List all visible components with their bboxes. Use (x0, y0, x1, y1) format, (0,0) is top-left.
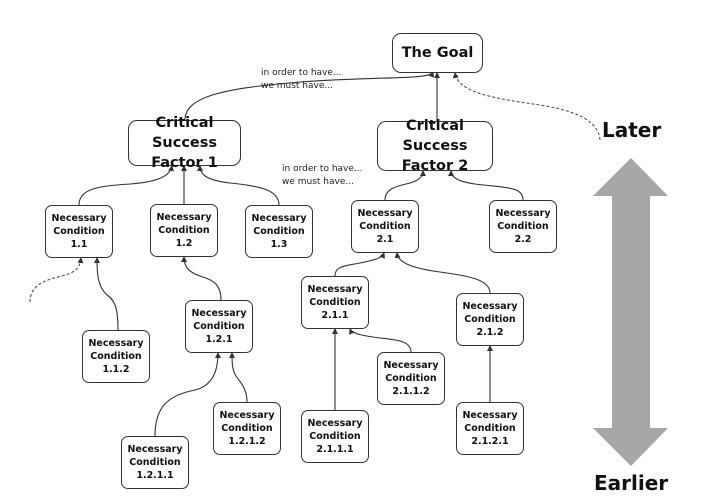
edge-nc1_1-csf1 (78, 165, 174, 206)
nc-label: Necessary Condition 1.1 (51, 213, 107, 250)
critical-success-factor-1-node: Critical Success Factor 1 (128, 115, 241, 171)
necessary-condition-1-1-2-node: Necessary Condition 1.1.2 (82, 330, 150, 383)
edge-nc1_3-csf1 (197, 165, 280, 206)
edge-nc2_1_1_2-nc2_1_1 (349, 328, 412, 353)
nc-label: Necessary Condition 1.1.2 (88, 338, 144, 375)
necessary-condition-2-1-1-2-node: Necessary Condition 2.1.1.2 (377, 352, 445, 405)
nc-label: Necessary Condition 2.1.1.2 (383, 360, 439, 397)
nc-label: Necessary Condition 2.1.1 (307, 284, 363, 321)
necessary-condition-1-2-node: Necessary Condition 1.2 (150, 204, 218, 257)
dashed-edge-later-goal (452, 72, 601, 141)
nc-label: Necessary Condition 2.2 (495, 208, 551, 245)
nc-label: Necessary Condition 2.1.2 (462, 301, 518, 338)
nc-label: Necessary Condition 1.2 (156, 212, 212, 249)
goal-label: The Goal (401, 45, 474, 61)
necessary-condition-2-1-1-1-node: Necessary Condition 2.1.1.1 (301, 410, 369, 463)
necessary-condition-1-2-1-node: Necessary Condition 1.2.1 (185, 300, 253, 353)
csf-label: Critical Success Factor 2 (401, 118, 469, 174)
necessary-condition-1-2-1-1-node: Necessary Condition 1.2.1.1 (121, 436, 189, 489)
nc-label: Necessary Condition 2.1 (357, 208, 413, 245)
annotation-in-order-to-have-1: in order to have... we must have... (261, 68, 342, 91)
edge-nc1_2_1_1-nc1_2_1 (154, 352, 221, 437)
necessary-condition-1-3-node: Necessary Condition 1.3 (245, 205, 313, 258)
necessary-condition-2-1-node: Necessary Condition 2.1 (351, 200, 419, 253)
nc-label: Necessary Condition 1.3 (251, 213, 307, 250)
time-axis-earlier-label: Earlier (594, 471, 669, 495)
edge-nc1_2_1_2-nc1_2_1 (229, 352, 248, 403)
necessary-condition-2-1-1-node: Necessary Condition 2.1.1 (301, 276, 369, 329)
time-axis-double-arrow (593, 158, 668, 466)
edge-nc1_2_1-nc1_2 (181, 256, 222, 301)
necessary-condition-2-2-node: Necessary Condition 2.2 (489, 200, 557, 253)
nc-label: Necessary Condition 1.2.1.1 (127, 444, 183, 481)
csf-label: Critical Success Factor 1 (151, 115, 218, 171)
edge-nc2_2-csf2 (448, 170, 524, 201)
necessary-condition-2-1-2-node: Necessary Condition 2.1.2 (456, 293, 524, 346)
annotation-in-order-to-have-2: in order to have... we must have... (282, 164, 363, 187)
edge-nc2_1_1-nc2_1 (334, 252, 385, 277)
edge-nc2_1-csf2 (384, 170, 426, 201)
critical-success-factor-2-node: Critical Success Factor 2 (377, 118, 493, 174)
nc-label: Necessary Condition 2.1.2.1 (462, 410, 518, 447)
nc-label: Necessary Condition 1.2.1 (191, 308, 247, 345)
necessary-condition-2-1-2-1-node: Necessary Condition 2.1.2.1 (456, 402, 524, 455)
edge-csf1-goal (184, 71, 435, 121)
nc-label: Necessary Condition 1.2.1.2 (219, 410, 275, 447)
edge-nc2_1_2-nc2_1 (394, 252, 491, 294)
goal-node: The Goal (392, 33, 483, 73)
dashed-edge-offscreen-nc1_1 (29, 257, 84, 303)
time-axis-later-label: Later (602, 118, 662, 142)
edge-nc1_1_2-nc1_1 (94, 257, 119, 331)
necessary-condition-1-2-1-2-node: Necessary Condition 1.2.1.2 (213, 402, 281, 455)
necessary-condition-1-1-node: Necessary Condition 1.1 (45, 205, 113, 258)
nc-label: Necessary Condition 2.1.1.1 (307, 418, 363, 455)
